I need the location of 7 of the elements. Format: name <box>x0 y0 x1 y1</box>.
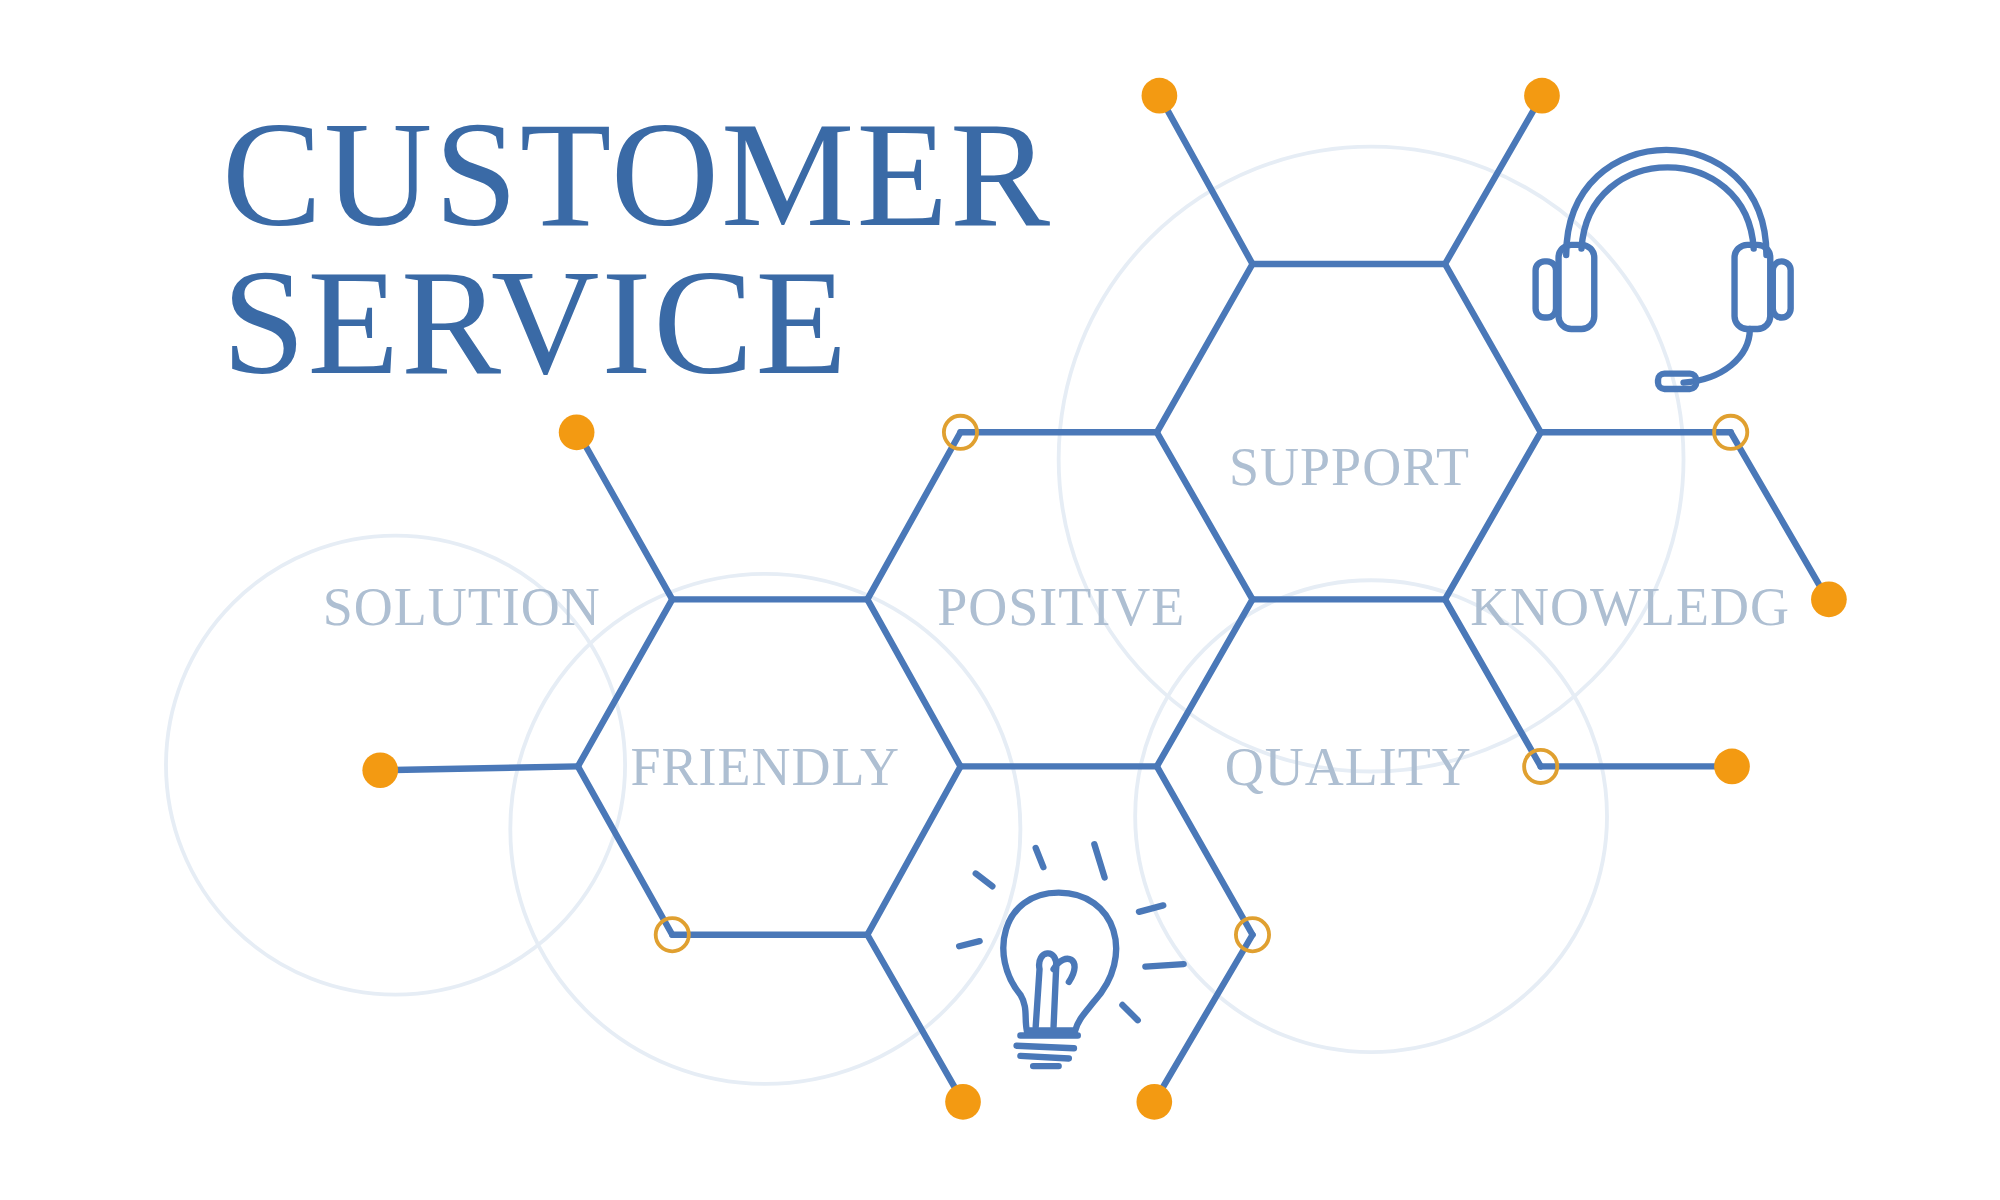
hexagon-label: SOLUTION <box>322 576 601 639</box>
hexagon-label: POSITIVE <box>937 576 1186 639</box>
hexagon-label: SUPPORT <box>1229 435 1470 498</box>
hexagon-label: QUALITY <box>1224 735 1472 798</box>
hexagon-label: KNOWLEDG <box>1470 576 1791 639</box>
title: CUSTOMER SERVICE <box>222 100 1054 396</box>
hexagon-label: FRIENDLY <box>630 735 901 798</box>
